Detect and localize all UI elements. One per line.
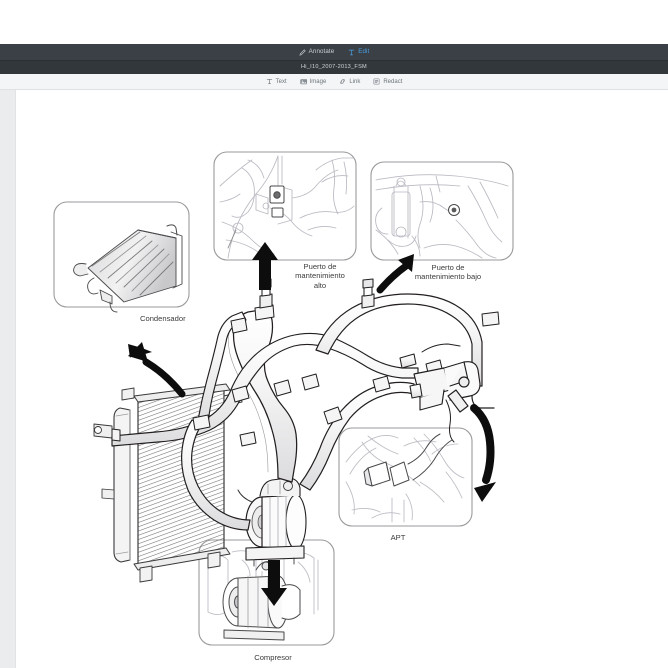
callout-label-puerto-bajo: Puerto de mantenimiento bajo — [414, 263, 482, 282]
link-tool-button[interactable]: Link — [339, 78, 360, 85]
image-tool-button[interactable]: Image — [300, 78, 327, 85]
image-tool-label: Image — [309, 78, 327, 85]
document-titlebar: Hi_I10_2007-2013_FSM — [0, 60, 668, 74]
annotate-toolbar: Annotate Edit — [0, 44, 668, 60]
window-top-gap — [0, 0, 668, 44]
link-tool-icon — [339, 78, 346, 85]
edit-button[interactable]: Edit — [348, 47, 370, 56]
callout-label-compresor: Compresor — [254, 653, 292, 662]
thumbnail-rail[interactable] — [0, 90, 16, 668]
image-tool-icon — [300, 78, 307, 85]
ac-system-diagram — [16, 90, 668, 668]
text-cursor-icon — [348, 49, 355, 56]
annotate-button[interactable]: Annotate — [299, 47, 335, 56]
pdf-page: Puerto de mantenimiento alto Puerto de m… — [16, 90, 668, 668]
annotate-label: Annotate — [308, 47, 335, 55]
text-tool-button[interactable]: Text — [266, 78, 287, 85]
redact-tool-label: Redact — [383, 78, 403, 85]
document-title: Hi_I10_2007-2013_FSM — [301, 63, 367, 70]
edit-label: Edit — [358, 47, 370, 55]
document-viewport[interactable]: Puerto de mantenimiento alto Puerto de m… — [0, 90, 668, 668]
redact-tool-icon — [373, 78, 380, 85]
link-tool-label: Link — [349, 78, 361, 85]
callout-label-apt: APT — [390, 533, 406, 542]
callout-label-puerto-alto: Puerto de mantenimiento alto — [295, 262, 345, 290]
edit-tools-toolbar: Text Image Link — [0, 74, 668, 90]
pencil-icon — [299, 48, 306, 56]
callout-label-condensador: Condensador — [140, 314, 186, 323]
text-tool-icon — [266, 78, 273, 85]
text-tool-label: Text — [275, 78, 287, 85]
redact-tool-button[interactable]: Redact — [373, 78, 402, 85]
